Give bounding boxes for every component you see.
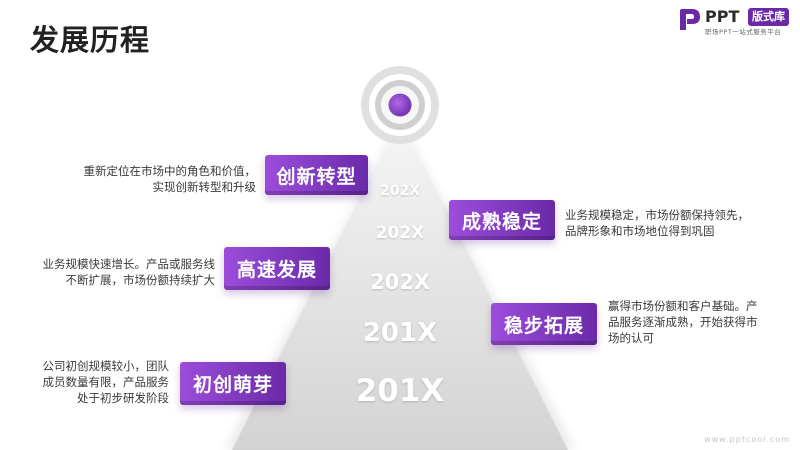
pyramid	[232, 118, 568, 450]
logo-brand-text: PPT	[705, 7, 740, 26]
description-line: 品牌形象和市场地位得到巩固	[565, 224, 715, 238]
stage-tag-mature: 成熟稳定	[449, 200, 555, 240]
watermark: www.pptcool.com	[704, 435, 790, 444]
stage-tag-innovation: 创新转型	[265, 155, 368, 195]
stage-description-rapid-growth: 业务规模快速增长。产品或服务线 不断扩展，市场份额持续扩大	[43, 256, 216, 288]
description-line: 业务规模稳定，市场份额保持领先，	[565, 208, 749, 222]
stage-tag-startup: 初创萌芽	[180, 362, 286, 405]
logo-p-icon	[680, 9, 700, 30]
description-line: 业务规模快速增长。产品或服务线	[42, 257, 216, 271]
description-line: 品服务逐渐成熟，开始获得市	[608, 315, 758, 329]
page-title: 发展历程	[30, 23, 151, 57]
pyramid-year-label: 202X	[375, 223, 425, 243]
pyramid-year-label: 202X	[379, 183, 421, 199]
stage-description-startup: 公司初创规模较小，团队 成员数量有限，产品服务 处于初步研发阶段	[43, 358, 170, 406]
pyramid-year-label: 201X	[362, 318, 438, 348]
stage-description-steady-expansion: 赢得市场份额和客户基础。产 品服务逐渐成熟，开始获得市 场的认可	[608, 298, 758, 346]
stage-tag-steady-expansion: 稳步拓展	[491, 303, 597, 345]
description-line: 场的认可	[608, 331, 654, 345]
description-line: 实现创新转型和升级	[152, 180, 257, 194]
stage-description-innovation: 重新定位在市场中的角色和价值， 实现创新转型和升级	[84, 163, 257, 195]
description-line: 成员数量有限，产品服务	[42, 375, 170, 389]
stage-tag-rapid-growth: 高速发展	[224, 247, 330, 290]
pyramid-year-label: 201X	[355, 373, 445, 409]
description-line: 重新定位在市场中的角色和价值，	[83, 164, 257, 178]
logo-tagline: 职场PPT一站式服务平台	[705, 28, 782, 36]
target-icon	[361, 66, 439, 144]
description-line: 赢得市场份额和客户基础。产	[608, 299, 758, 313]
stage-description-mature: 业务规模稳定，市场份额保持领先， 品牌形象和市场地位得到巩固	[565, 207, 749, 239]
description-line: 公司初创规模较小，团队	[42, 359, 170, 373]
logo-badge: 版式库	[748, 8, 789, 26]
description-line: 处于初步研发阶段	[77, 391, 169, 405]
pyramid-year-label: 202X	[369, 270, 431, 294]
description-line: 不断扩展，市场份额持续扩大	[65, 273, 216, 287]
target-center-dot	[388, 93, 412, 117]
